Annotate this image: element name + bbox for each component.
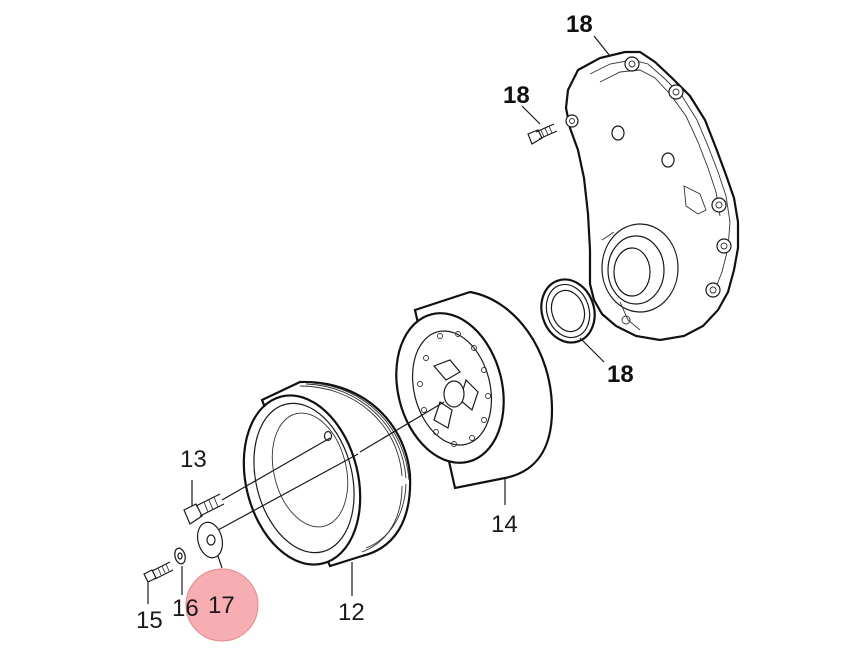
timing-cover	[564, 50, 740, 342]
large-washer	[196, 521, 224, 569]
callout-15: 15	[136, 607, 163, 634]
callout-18-bolt: 18	[503, 82, 530, 109]
callout-16: 16	[172, 595, 199, 622]
pulley-bolt	[183, 480, 225, 525]
front-crank-seal	[540, 278, 605, 363]
callout-17: 17	[208, 592, 235, 619]
small-bolt	[143, 561, 174, 604]
callout-12: 12	[338, 599, 365, 626]
callout-17-highlight	[185, 568, 259, 642]
harmonic-balancer	[395, 290, 554, 505]
callout-18-cover: 18	[566, 11, 593, 38]
crank-pulley	[242, 380, 412, 596]
assembly-centerlines	[217, 401, 445, 531]
cover-bolt	[527, 123, 558, 145]
callout-13: 13	[180, 446, 207, 473]
small-washer	[174, 547, 186, 595]
callout-14: 14	[491, 511, 518, 538]
callout-18-seal: 18	[607, 361, 634, 388]
